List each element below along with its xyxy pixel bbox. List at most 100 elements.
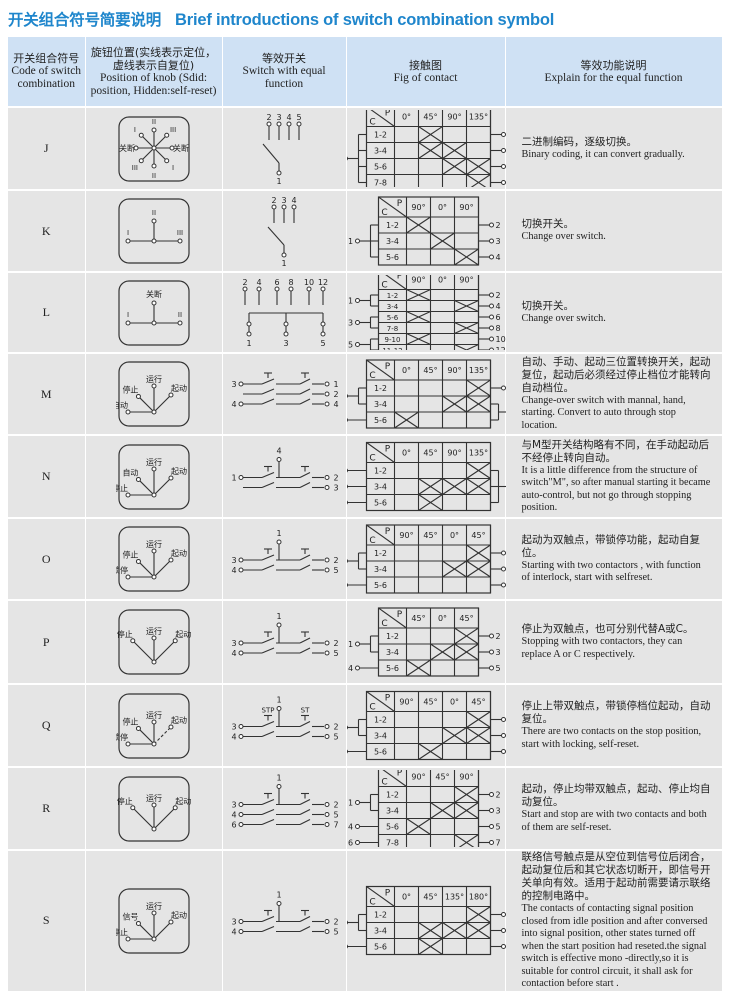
contact-row-label: 5-6 [386,314,398,322]
explanation-zh: 切换开关。 [521,218,575,231]
terminal-icon [238,557,244,563]
position-label: 90° [447,449,461,458]
terminal-icon [238,567,244,573]
contact-row-label: 3-4 [373,147,386,156]
terminal-label: 3 [495,807,500,816]
terminal-label: 1 [347,237,352,246]
terminal-icon [238,812,244,817]
terminal-icon [324,650,330,656]
knob-frame [117,198,190,264]
terminal-icon [151,127,156,132]
terminal-label: 1 [347,297,352,306]
terminal-label: 4 [231,649,236,658]
terminal-icon [169,145,174,150]
table-row: O运行起动停止锁停13245PC90°45°0°45°1-23-45-61423… [8,517,723,600]
knob-diagram: 运行起动自动停止 [116,443,190,510]
contact-row-label: 5-6 [373,943,386,952]
closed-contact-mark [453,344,468,350]
terminal-icon [320,331,326,337]
terminal-label: 2 [333,556,338,565]
terminal-label: 1 [333,380,338,389]
terminal-icon [324,802,330,807]
terminal-icon [151,300,156,305]
knob-position-label: 自动 [122,467,138,477]
knob-position-label: III [176,229,182,237]
terminal-label: 1 [231,474,236,483]
terminal-label: 4 [347,664,352,673]
terminal-icon [151,145,156,150]
terminal-icon [488,649,494,655]
contact-row-label: 7-8 [373,179,386,188]
knob-position-label: 运行 [146,457,162,467]
knob-diagram: 运行起动信号停止 [116,888,190,954]
terminal-icon [488,325,494,331]
terminal-icon [346,583,348,587]
terminal-icon [151,238,156,244]
wire-line [261,398,275,405]
closed-contact-mark [465,158,491,175]
knob-position-label: 起动 [170,548,186,558]
knob-frame [117,443,190,510]
switch-mark-label: STP [262,707,275,715]
knob-position-cell: 运行起动自动停止 [85,434,223,518]
explanation-zh: 起动，停止均带双触点，起动、停止均自动复位。 [521,783,711,808]
contact-header: C [369,536,375,546]
explanation-cell: 停止上带双触点，带锁停档位起动，自动复位。There are two conta… [505,683,723,767]
terminal-label: 5 [347,341,352,350]
contact-row-label: 3-4 [373,732,386,741]
closed-contact-mark [453,627,479,645]
knob-frame [117,361,190,427]
knob-position-label: 起动 [175,795,191,805]
terminal-icon [324,929,330,935]
terminal-label: 8 [288,278,293,287]
terminal-icon [135,725,141,731]
position-label: 90° [411,203,425,212]
terminal-icon [324,381,330,387]
knob-spoke [140,147,154,161]
knob-position-label: 运行 [146,626,162,636]
terminal-icon [138,132,144,138]
terminal-icon [177,320,182,325]
closed-contact-mark [465,395,491,413]
wire-line [299,809,311,815]
position-label: 45° [471,698,485,707]
position-label: 90° [459,203,473,212]
terminal-icon [500,749,506,754]
terminal-icon [500,912,506,918]
terminal-icon [500,148,506,153]
header-explain-zh: 等效功能说明 [580,58,647,72]
knob-spoke [137,561,154,578]
closed-contact-mark [429,802,455,819]
knob-position-label: 信号 [122,911,138,921]
explanation-cell: 二进制编码，逐级切换。Binary coding, it can convert… [505,106,723,190]
terminal-icon [125,574,130,580]
terminal-icon [242,286,248,292]
knob-position-label: 运行 [146,793,162,803]
terminal-icon [500,550,506,556]
terminal-icon [283,331,289,337]
wire-line [262,143,280,164]
terminal-label: 1 [276,891,281,900]
knob-spoke [153,394,171,413]
contact-row-label: 5-6 [373,163,386,172]
position-header: P [384,889,390,899]
header-switch-zh: 等效开关 [262,52,306,65]
closed-contact-mark [441,478,467,495]
wire-line [261,637,275,644]
closed-contact-mark [417,922,443,940]
contact-row-label: 1-2 [373,384,386,393]
terminal-icon [346,156,348,161]
closed-contact-mark [441,560,467,578]
closed-contact-mark [453,802,479,819]
knob-position-label: 运行 [146,539,162,549]
